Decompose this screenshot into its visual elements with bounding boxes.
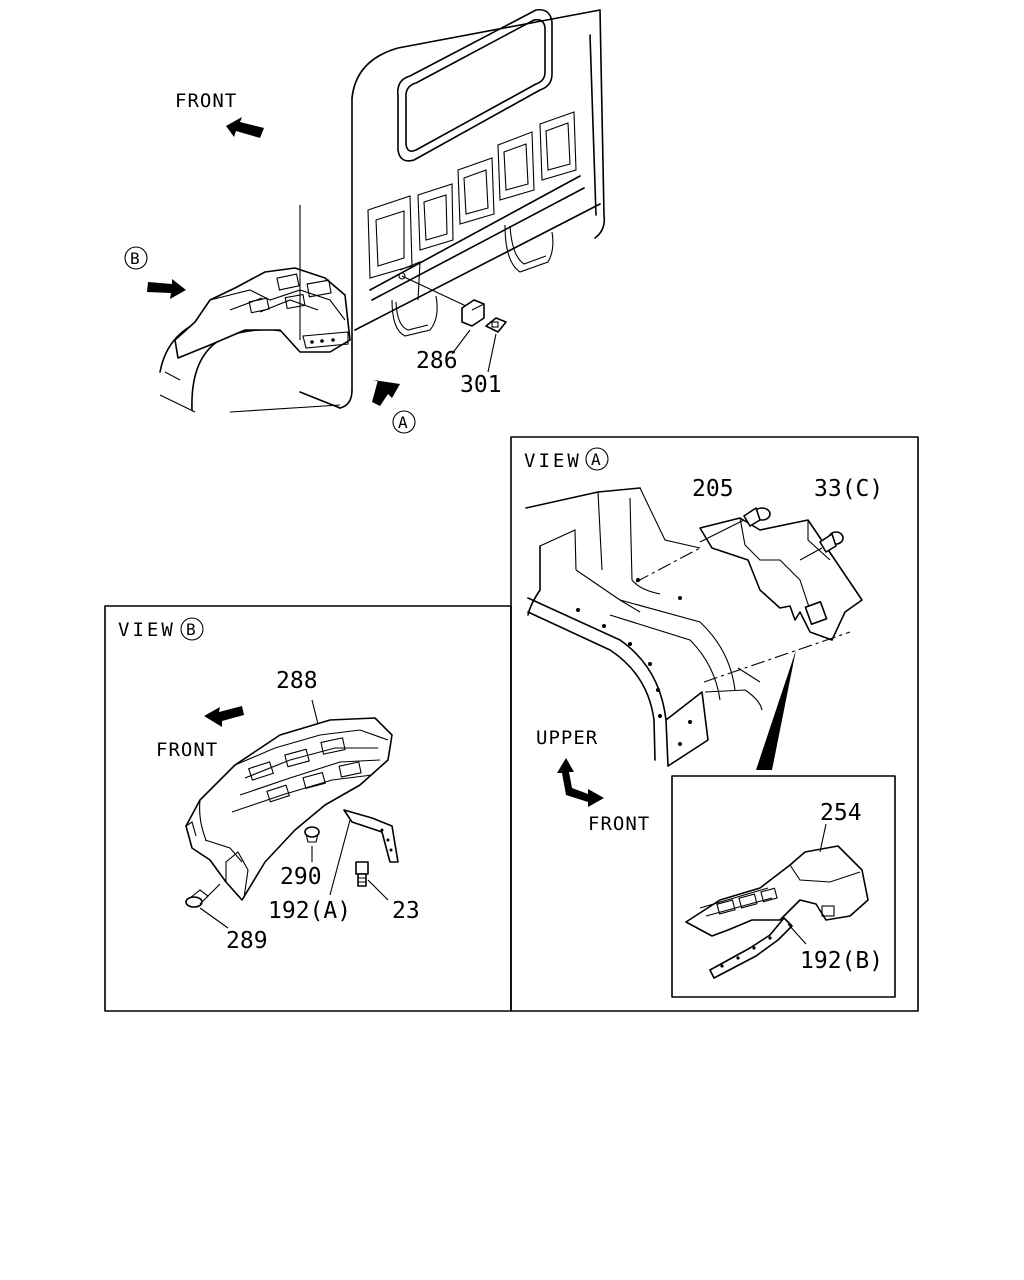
view-b-front-arrow bbox=[204, 706, 244, 727]
callout-33c: 33(C) bbox=[814, 476, 883, 502]
part-23-bolt bbox=[355, 861, 369, 887]
view-b-prefix: VIEW bbox=[118, 619, 176, 641]
callout-205: 205 bbox=[692, 476, 734, 502]
callout-301: 301 bbox=[460, 372, 502, 398]
fender-liner bbox=[174, 205, 351, 359]
view-a-front-label: FRONT bbox=[588, 813, 650, 835]
callout-192a: 192(A) bbox=[268, 898, 351, 924]
callout-286: 286 bbox=[416, 348, 458, 374]
callout-288: 288 bbox=[276, 668, 318, 694]
marker-a-circle bbox=[392, 410, 416, 434]
view-a-panel: VIEW A bbox=[510, 436, 919, 1012]
main-view: FRONT B A 286 301 bbox=[124, 8, 606, 434]
callout-289: 289 bbox=[226, 928, 268, 954]
part-290-clip bbox=[304, 826, 320, 843]
part-192a-strip bbox=[343, 809, 399, 863]
part-289-clip bbox=[185, 889, 209, 908]
view-a-prefix: VIEW bbox=[524, 450, 582, 472]
callout-290: 290 bbox=[280, 864, 322, 890]
front-arrow bbox=[226, 117, 264, 138]
view-a-frame bbox=[510, 436, 919, 1012]
part-254-liner bbox=[685, 845, 869, 937]
view-a-marker: A bbox=[591, 450, 601, 469]
view-b-front-label: FRONT bbox=[156, 739, 218, 761]
upper-label: UPPER bbox=[536, 727, 598, 749]
marker-a-label: A bbox=[398, 413, 408, 432]
marker-b-circle bbox=[124, 246, 148, 270]
marker-b-label: B bbox=[130, 249, 140, 268]
view-b-marker: B bbox=[186, 620, 196, 639]
callout-192b: 192(B) bbox=[800, 948, 883, 974]
part-192b-strip bbox=[709, 917, 793, 979]
cab-rear-wall bbox=[339, 8, 606, 409]
detail-leader bbox=[756, 650, 796, 770]
upper-front-arrow bbox=[557, 758, 604, 807]
callout-254: 254 bbox=[820, 800, 862, 826]
part-33c-bolt bbox=[819, 531, 844, 553]
callout-23: 23 bbox=[392, 898, 420, 924]
part-288-fender-liner bbox=[185, 717, 393, 901]
part-205-bolt bbox=[743, 507, 771, 527]
view-a-arrow bbox=[372, 380, 400, 406]
part-301-nut bbox=[485, 317, 507, 333]
part-286-clip bbox=[461, 299, 485, 327]
view-b-arrow bbox=[147, 279, 186, 299]
detail-inset-frame bbox=[671, 775, 896, 998]
view-b-panel: VIEW B FRONT bbox=[104, 605, 512, 1012]
view-b-marker-circle bbox=[180, 617, 204, 641]
main-front-label: FRONT bbox=[175, 90, 237, 112]
view-a-marker-circle bbox=[585, 447, 609, 471]
view-a-body bbox=[525, 487, 763, 767]
